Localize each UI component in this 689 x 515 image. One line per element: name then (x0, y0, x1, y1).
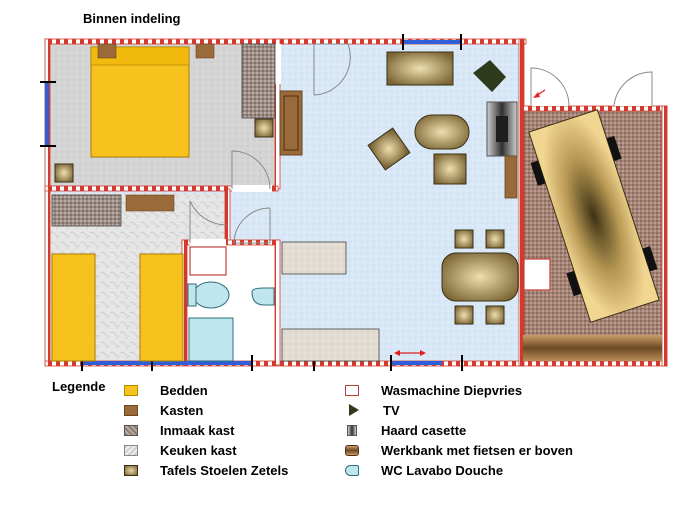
cabinet-living (279, 90, 303, 156)
double-bed (90, 46, 190, 158)
windows (45, 40, 461, 365)
legend-item-haard: Haard casette (345, 421, 466, 439)
bed-swatch (124, 384, 138, 396)
nightstand-right (195, 43, 215, 59)
cabinet-living-inner (283, 95, 299, 151)
kitchen-counter-top (281, 241, 347, 275)
legend-item-kasten: Kasten (124, 401, 203, 419)
plan-title: Binnen indeling (83, 11, 181, 26)
legend-item-inmaak: Inmaak kast (124, 421, 234, 439)
door-swings (189, 43, 351, 244)
legend-item-wc: WC Lavabo Douche (345, 461, 503, 479)
sofa (386, 51, 454, 86)
coffee-table (414, 114, 470, 150)
toilet-tank (187, 283, 197, 307)
washing-machine (189, 246, 227, 276)
sliding-arrow-left-icon (394, 350, 400, 356)
chair-bedroom-1b (54, 163, 74, 183)
legend-title: Legende (52, 379, 106, 394)
cabinet-right (504, 155, 518, 199)
shower (188, 317, 234, 362)
armchair-bottom (433, 153, 467, 185)
sink-icon (251, 287, 275, 306)
chair-bedroom-1 (254, 118, 274, 138)
single-bed-left (51, 253, 96, 362)
door-arrowhead-icon (533, 92, 540, 98)
garage-door-left-swing (530, 67, 570, 107)
legend-item-werkbank: Werkbank met fietsen er boven (345, 441, 573, 459)
freezer (523, 258, 551, 291)
armchair-left (367, 127, 411, 171)
closet-bedroom-2 (125, 194, 175, 212)
fireplace-swatch (347, 424, 357, 436)
builtin-closet-bedroom-1 (241, 43, 276, 119)
builtin-swatch (124, 424, 138, 436)
tv-legend-icon (349, 404, 359, 416)
legend-item-wasmachine: Wasmachine Diepvries (345, 381, 522, 399)
fireplace-core (496, 116, 508, 142)
car (528, 109, 660, 323)
workbench (523, 335, 662, 361)
dining-table (441, 252, 519, 302)
single-bed-right (139, 253, 184, 362)
dining-chair-2 (485, 229, 505, 249)
garage-door-right-swing (613, 71, 653, 107)
builtin-closet-bedroom-2 (51, 194, 122, 227)
dining-chair-3 (454, 305, 474, 325)
legend-item-tv: TV (345, 401, 400, 419)
wc-swatch (345, 464, 359, 476)
workbench-swatch (345, 444, 359, 456)
closet-swatch (124, 404, 138, 416)
dining-chair-1 (454, 229, 474, 249)
legend-item-bedden: Bedden (124, 381, 208, 399)
dining-chair-4 (485, 305, 505, 325)
kitchen-counter-bottom (281, 328, 380, 362)
toilet-icon (192, 281, 230, 309)
door-openings (190, 44, 281, 246)
nightstand-left (97, 43, 117, 59)
washer-swatch (345, 384, 359, 396)
legend-item-keuken: Keuken kast (124, 441, 237, 459)
walls (44, 38, 668, 367)
table-swatch (124, 464, 138, 476)
sliding-arrow-right-icon (420, 350, 426, 356)
kitchen-swatch (124, 444, 138, 456)
tv-icon (473, 60, 506, 92)
legend-item-tafels: Tafels Stoelen Zetels (124, 461, 288, 479)
